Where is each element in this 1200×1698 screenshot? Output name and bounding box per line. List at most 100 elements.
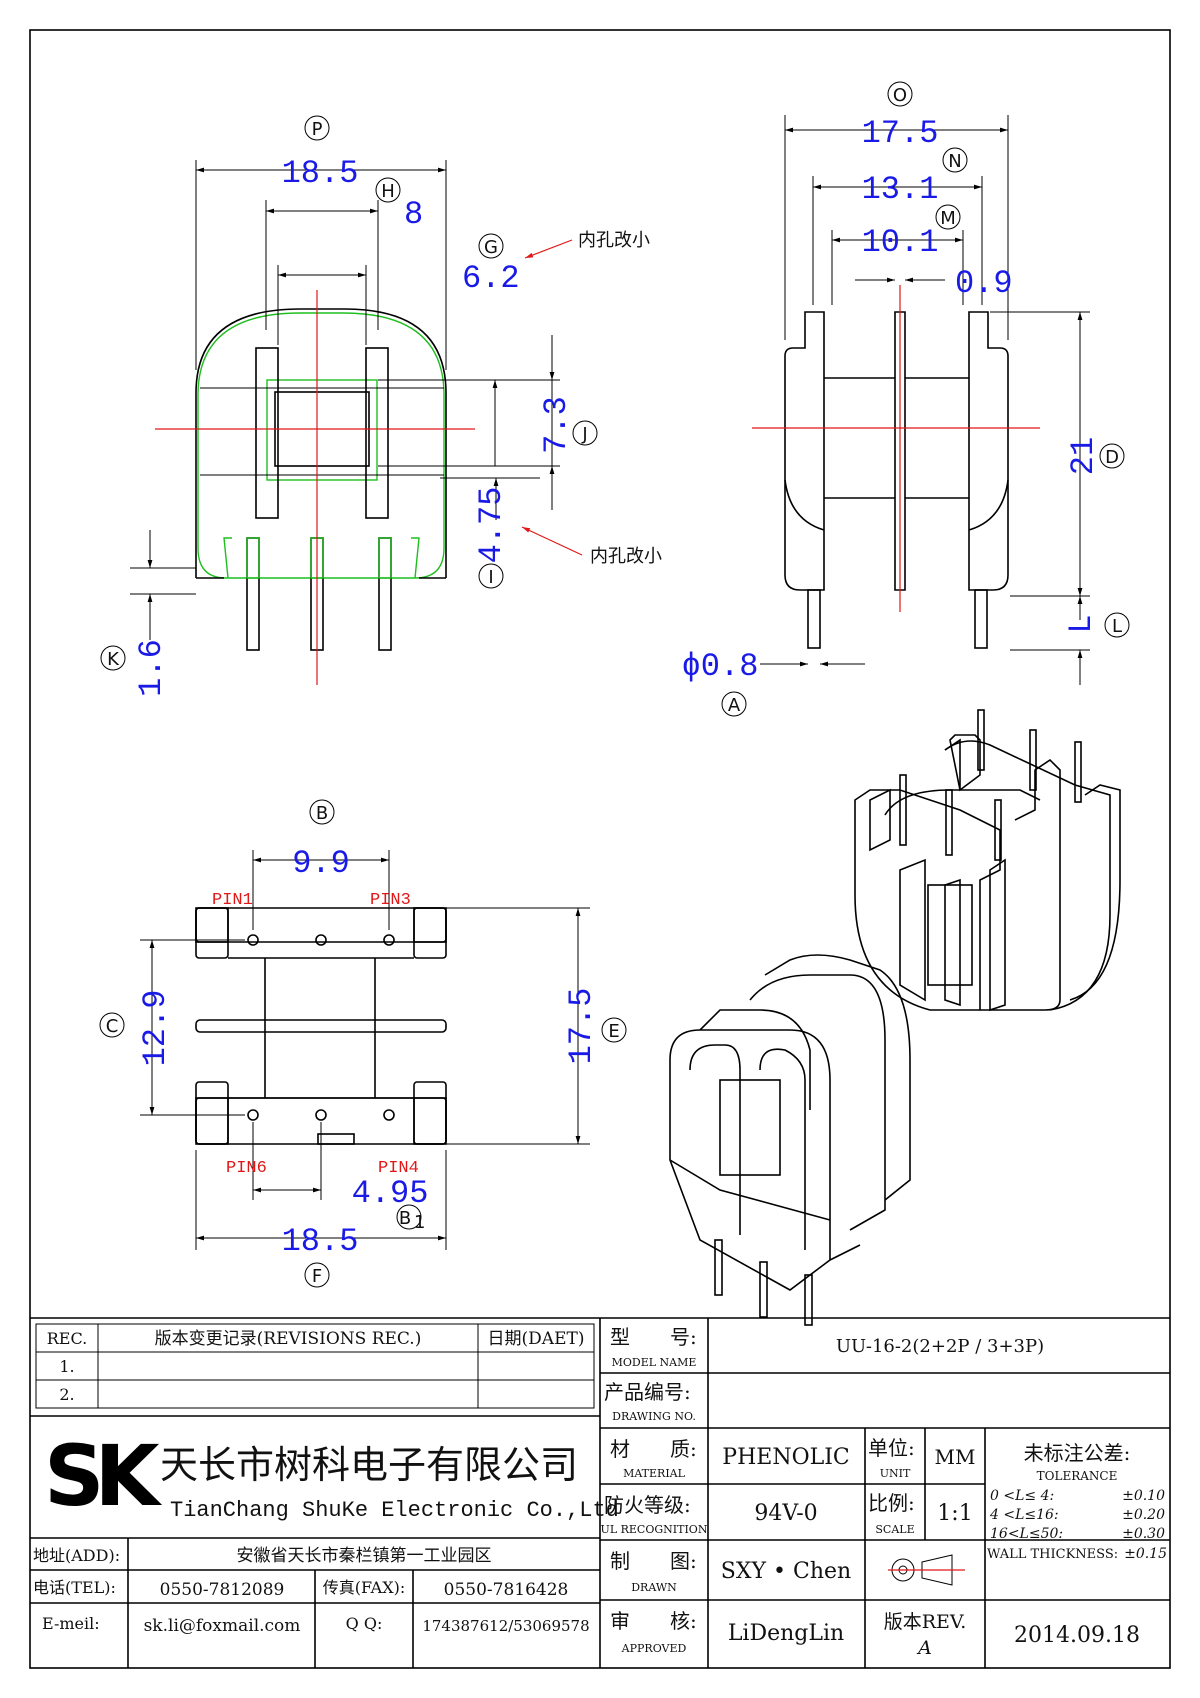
ul-label-en: UL RECOGNITION xyxy=(601,1523,708,1536)
callout-m: M xyxy=(940,208,956,229)
tol-range-3: 16<L≤50: xyxy=(990,1526,1063,1542)
company-name-en: TianChang ShuKe Electronic Co.,Ltd xyxy=(170,1498,619,1523)
qq-label: Q Q: xyxy=(346,1614,383,1633)
dim-n: 13.1 xyxy=(862,171,939,208)
rev-desc-header: 版本变更记录(REVISIONS REC.) xyxy=(155,1329,422,1349)
fax-value: 0550-7816428 xyxy=(444,1580,569,1600)
company-name-cn: 天长市树科电子有限公司 xyxy=(160,1443,578,1487)
tol-value-3: ±0.30 xyxy=(1122,1526,1165,1542)
unit-label: 单位: xyxy=(868,1436,915,1460)
tol-range-1: 0 <L≤ 4: xyxy=(990,1488,1054,1504)
model-label-en: MODEL NAME xyxy=(612,1356,697,1369)
dim-o: 17.5 xyxy=(862,115,939,152)
isometric-render-bottom xyxy=(669,954,911,1326)
model-value: UU-16-2(2+2P / 3+3P) xyxy=(836,1336,1044,1357)
dim-m: 10.1 xyxy=(862,224,939,261)
dim-e: 17.5 xyxy=(563,988,600,1065)
pin6-label: PIN6 xyxy=(226,1159,267,1178)
material-label-en: MATERIAL xyxy=(623,1467,686,1480)
drawing-no-label: 产品编号: xyxy=(604,1380,691,1404)
pin3-label: PIN3 xyxy=(370,891,411,910)
rev-row-1: 1. xyxy=(59,1357,74,1376)
wall-thickness-value: ±0.15 xyxy=(1124,1546,1167,1562)
qq-value: 174387612/53069578 xyxy=(422,1617,589,1635)
callout-n: N xyxy=(948,151,961,172)
dim-k: 1.6 xyxy=(133,639,170,697)
scale-value: 1:1 xyxy=(937,1501,972,1526)
wall-thickness-label: WALL THICKNESS: xyxy=(987,1547,1118,1562)
address-value: 安徽省天长市秦栏镇第一工业园区 xyxy=(237,1546,492,1566)
dim-f: 18.5 xyxy=(282,1223,359,1260)
drawn-value: SXY • Chen xyxy=(721,1559,851,1584)
dim-l: L xyxy=(1063,614,1100,633)
ul-label: 防火等级: xyxy=(604,1493,691,1517)
callout-e: E xyxy=(608,1021,619,1042)
callout-j: J xyxy=(581,424,587,445)
tolerance-title-en: TOLERANCE xyxy=(1037,1469,1118,1483)
dim-b1: 4.95 xyxy=(352,1175,429,1212)
rev-value: A xyxy=(916,1637,932,1659)
pin1-label: PIN1 xyxy=(212,891,253,910)
rev-header: REC. xyxy=(47,1329,87,1348)
callout-l: L xyxy=(1112,616,1122,637)
rev-label: 版本REV. xyxy=(884,1611,967,1633)
material-label: 材 质: xyxy=(610,1437,697,1461)
dim-d: 21 xyxy=(1065,437,1102,475)
callout-d: D xyxy=(1105,447,1119,468)
drawing-no-label-en: DRAWING NO. xyxy=(612,1410,696,1423)
callout-i: I xyxy=(488,567,493,588)
ul-value: 94V-0 xyxy=(754,1501,817,1526)
company-logo: SK xyxy=(44,1427,162,1525)
dim-i: 4.75 xyxy=(473,487,510,564)
tel-label: 电话(TEL): xyxy=(33,1578,116,1597)
model-label: 型 号: xyxy=(610,1325,697,1349)
tolerance-title: 未标注公差: xyxy=(1024,1441,1131,1465)
dim-g: 6.2 xyxy=(462,260,520,297)
dim-m2: 0.9 xyxy=(955,265,1013,302)
approved-value: LiDengLin xyxy=(728,1621,844,1646)
side-view xyxy=(752,115,1090,685)
callout-h: H xyxy=(381,181,395,202)
isometric-render-top xyxy=(854,709,1121,1012)
callout-p: P xyxy=(312,119,323,140)
note-hole-bottom: 内孔改小 xyxy=(590,546,662,567)
callout-f: F xyxy=(312,1266,322,1287)
pin4-label: PIN4 xyxy=(378,1159,419,1178)
tol-range-2: 4 <L≤16: xyxy=(989,1507,1059,1523)
approved-label: 审 核: xyxy=(610,1609,697,1633)
unit-value: MM xyxy=(935,1445,976,1469)
date-value: 2014.09.18 xyxy=(1014,1623,1140,1648)
callout-b1: B xyxy=(399,1208,411,1229)
tol-value-1: ±0.10 xyxy=(1122,1488,1165,1504)
rev-row-2: 2. xyxy=(59,1385,74,1404)
rev-date-header: 日期(DAET) xyxy=(488,1329,585,1349)
dim-b: 9.9 xyxy=(292,845,350,882)
unit-label-en: UNIT xyxy=(880,1467,911,1480)
dim-p: 18.5 xyxy=(282,155,359,192)
approved-label-en: APPROVED xyxy=(621,1642,687,1655)
email-value: sk.li@foxmail.com xyxy=(144,1616,301,1636)
dim-c: 12.9 xyxy=(137,990,174,1067)
callout-c: C xyxy=(106,1016,119,1037)
dim-j: 7.3 xyxy=(538,396,575,454)
material-value: PHENOLIC xyxy=(722,1445,849,1470)
fax-label: 传真(FAX): xyxy=(323,1578,406,1597)
address-label: 地址(ADD): xyxy=(33,1546,120,1565)
title-block xyxy=(30,1317,1170,1668)
drawn-label: 制 图: xyxy=(610,1549,697,1573)
callout-k: K xyxy=(107,649,120,670)
email-label: E-meil: xyxy=(42,1614,100,1633)
note-hole-top: 内孔改小 xyxy=(578,230,650,251)
scale-label: 比例: xyxy=(868,1491,915,1515)
bottom-view xyxy=(140,850,590,1250)
tol-value-2: ±0.20 xyxy=(1122,1507,1165,1523)
callout-b1-sub: 1 xyxy=(414,1212,425,1233)
callout-g: G xyxy=(484,237,498,258)
callout-a: A xyxy=(728,695,741,716)
dim-h: 8 xyxy=(404,196,423,233)
scale-label-en: SCALE xyxy=(875,1523,914,1536)
callout-o: O xyxy=(893,85,907,106)
